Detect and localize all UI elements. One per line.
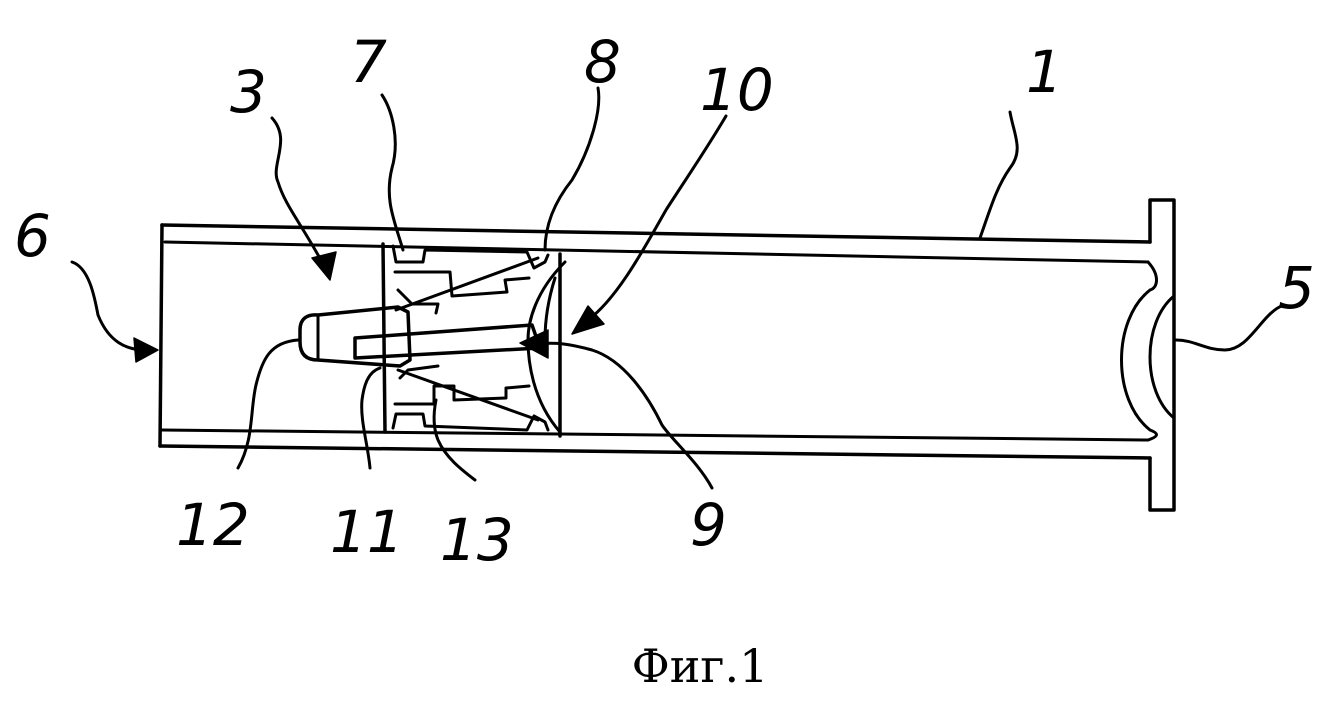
label-12: 12 xyxy=(176,491,250,559)
reference-numerals: 6 3 7 8 10 1 5 12 11 13 9 xyxy=(14,28,1315,574)
label-3: 3 xyxy=(230,58,267,126)
label-7: 7 xyxy=(350,28,387,96)
tube-housing xyxy=(160,225,1150,458)
label-5: 5 xyxy=(1278,254,1315,322)
label-13: 13 xyxy=(440,506,514,574)
label-9: 9 xyxy=(690,491,727,559)
label-6: 6 xyxy=(14,202,51,270)
label-1: 1 xyxy=(1026,38,1063,106)
leader-lines xyxy=(72,88,1284,488)
label-11: 11 xyxy=(330,498,404,566)
label-8: 8 xyxy=(584,28,621,96)
flange-end-cap xyxy=(1122,200,1175,510)
label-10: 10 xyxy=(700,56,774,124)
figure-caption: Фиг.1 xyxy=(632,639,769,693)
